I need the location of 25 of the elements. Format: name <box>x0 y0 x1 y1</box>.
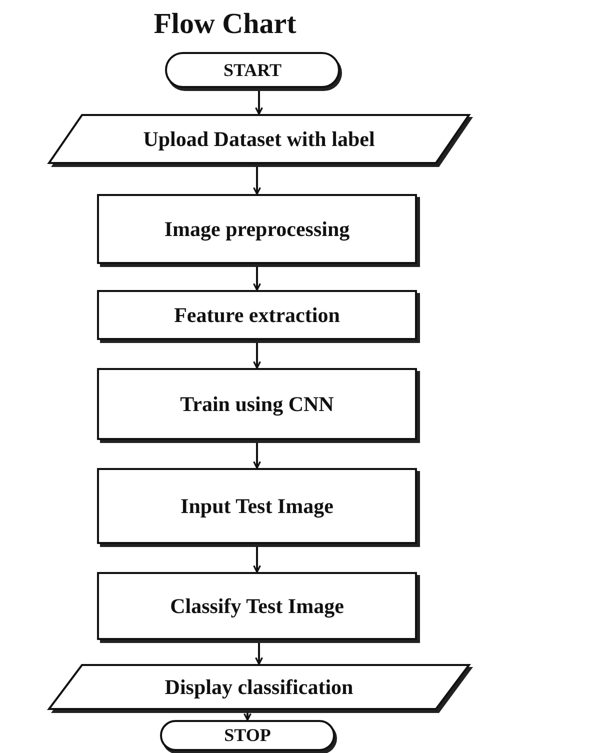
arrow <box>244 712 252 721</box>
arrow <box>255 643 263 665</box>
arrow <box>253 343 261 369</box>
process-box <box>97 290 417 340</box>
node-label: Input Test Image <box>180 494 334 518</box>
node-label: Classify Test Image <box>169 594 345 618</box>
arrow <box>253 166 261 195</box>
node-label: Image preprocessing <box>163 216 351 242</box>
arrow <box>253 267 261 291</box>
arrow <box>253 443 261 469</box>
input-output-parallelogram <box>48 664 470 710</box>
process-box <box>97 572 417 640</box>
node-label: Upload Dataset with label <box>142 126 376 152</box>
arrow <box>255 90 263 115</box>
input-output-parallelogram <box>48 114 470 164</box>
arrow <box>253 547 261 573</box>
process-box <box>97 368 417 440</box>
node-label: START <box>222 60 283 80</box>
node-label: Feature extraction <box>173 302 341 328</box>
node-label: STOP <box>223 725 272 746</box>
node-label: Train using CNN <box>179 392 335 416</box>
process-box <box>97 468 417 544</box>
node-label: Display classification <box>164 674 354 700</box>
chart-title: Flow Chart <box>152 8 298 41</box>
process-box <box>97 194 417 264</box>
